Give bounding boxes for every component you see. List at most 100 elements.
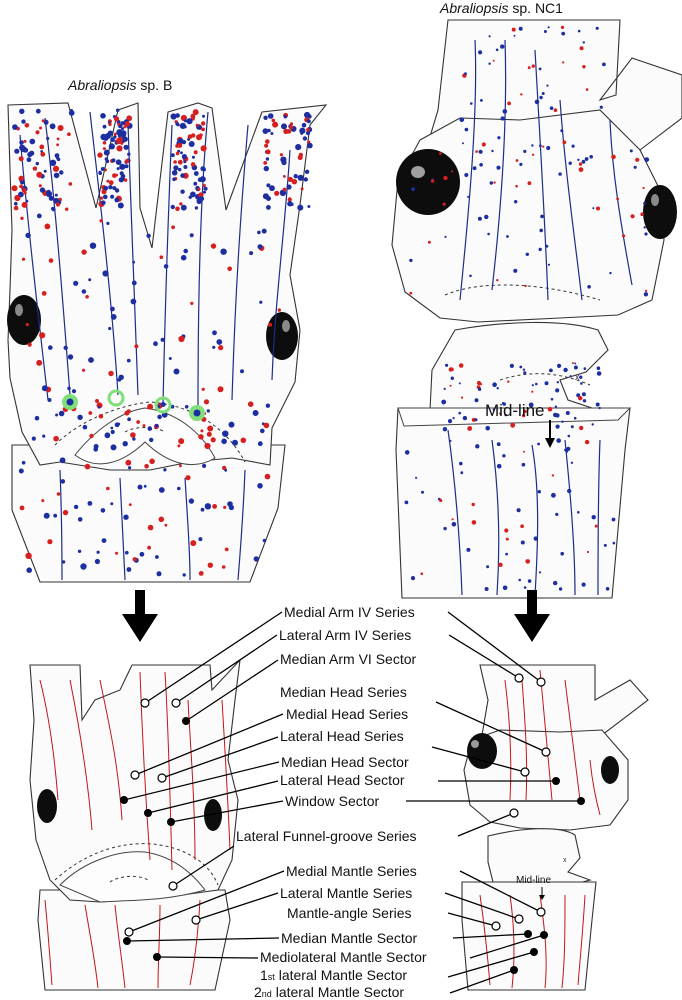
photophore-dot <box>286 129 292 134</box>
photophore-dot <box>179 464 182 468</box>
photophore-dot <box>527 66 531 70</box>
photophore-dot <box>175 151 180 156</box>
photophore-dot <box>545 244 549 248</box>
photophore-dot <box>35 161 39 166</box>
midline-arrow-upper <box>545 438 555 448</box>
photophore-dot <box>458 363 464 368</box>
leader-lines <box>123 611 581 994</box>
label-medial-arm-iv-series: Medial Arm IV Series <box>284 604 415 620</box>
photophore-dot <box>203 186 208 191</box>
photophore-dot <box>301 122 307 128</box>
photophore-dot <box>110 502 114 506</box>
photophore-dot <box>266 205 271 210</box>
photophore-dot <box>42 434 46 438</box>
photophore-dot <box>89 242 97 249</box>
photophore-dot <box>297 204 304 211</box>
photophore-dot <box>55 156 60 160</box>
photophore-dot <box>445 363 449 367</box>
photophore-dot <box>87 501 93 506</box>
photophore-dot <box>479 163 483 167</box>
photophore-dot <box>67 354 74 360</box>
photophore-dot <box>500 116 505 121</box>
photophore-dot <box>264 143 269 148</box>
photophore-dot <box>481 142 486 147</box>
sp-nc1-head <box>391 109 665 323</box>
photophore-dot <box>35 108 41 114</box>
photophore-dot <box>447 419 453 424</box>
photophore-dot <box>644 157 650 163</box>
photophore-dot <box>598 406 601 410</box>
photophore-dot <box>450 376 454 380</box>
photophore-dot <box>513 34 516 37</box>
photophore-dot <box>101 200 106 205</box>
photophore-dot <box>106 179 110 183</box>
photophore-dot <box>197 177 203 182</box>
photophore-dot <box>123 514 129 520</box>
photophore-dot <box>297 174 304 181</box>
photophore-dot <box>540 214 544 219</box>
photophore-dot <box>100 113 106 119</box>
photophore-dot <box>531 384 534 387</box>
photophore-dot <box>505 552 508 556</box>
photophore-dot <box>175 113 180 118</box>
right-species-title: Abraliopsis sp. NC1 <box>439 0 563 16</box>
photophore-dot <box>549 106 554 110</box>
photophore-dot <box>274 190 280 196</box>
photophore-dot <box>193 171 199 176</box>
photophore-dot <box>560 129 564 133</box>
photophore-dot <box>458 382 461 385</box>
photophore-dot <box>263 165 269 172</box>
photophore-dot <box>491 149 494 153</box>
photophore-dot <box>36 359 43 366</box>
photophore-dot <box>577 29 581 33</box>
photophore-dot <box>485 425 491 431</box>
schematic-right-eye-2 <box>601 756 619 784</box>
photophore-dot <box>555 512 559 517</box>
photophore-dot <box>277 308 281 312</box>
photophore-dot <box>467 195 470 198</box>
sp-nc1-left-eye <box>396 149 460 215</box>
photophore-dot <box>263 422 270 429</box>
photophore-dot <box>265 149 271 155</box>
photophore-dot <box>564 448 567 452</box>
photophore-dot <box>496 442 501 447</box>
photophore-dot <box>496 165 501 170</box>
photophore-dot <box>240 437 247 444</box>
photophore-dot <box>267 128 271 133</box>
photophore-dot <box>257 230 261 235</box>
photophore-dot <box>523 149 527 153</box>
photophore-dot <box>252 410 259 416</box>
photophore-dot <box>185 475 191 481</box>
photophore-dot <box>132 557 137 562</box>
photophore-dot <box>265 139 270 144</box>
midline-arrow-lower <box>539 895 545 900</box>
sp-nc1-ventral-drawing: x Mid-line <box>391 19 682 599</box>
photophore-dot <box>212 330 217 336</box>
photophore-dot <box>110 137 115 143</box>
photophore-dot <box>442 427 448 432</box>
sp-nc1-schematic: x Mid-line <box>461 664 649 991</box>
photophore-dot <box>484 214 489 220</box>
photophore-dot <box>459 461 463 466</box>
photophore-dot <box>270 132 274 135</box>
photophore-dot <box>293 174 298 179</box>
photophore-dot <box>578 167 584 173</box>
photophore-dot <box>41 119 45 123</box>
photophore-dot <box>611 517 616 522</box>
photophore-dot <box>47 398 52 402</box>
photophore-dot <box>474 418 478 422</box>
photophore-dot <box>73 504 79 510</box>
photophore-dot <box>306 127 310 132</box>
photophore-dot <box>220 248 227 255</box>
photophore-dot <box>582 399 587 403</box>
photophore-dot <box>124 164 129 169</box>
photophore-dot <box>173 165 179 171</box>
photophore-dot <box>644 289 648 293</box>
sp-b-photophores <box>11 108 313 577</box>
photophore-dot <box>594 524 598 528</box>
photophore-dot <box>175 206 180 212</box>
photophore-dot <box>622 234 626 238</box>
label-1st-lateral-mantle-sector: 1st lateral Mantle Sector <box>260 967 407 983</box>
photophore-dot <box>571 144 575 148</box>
photophore-dot <box>577 158 580 161</box>
